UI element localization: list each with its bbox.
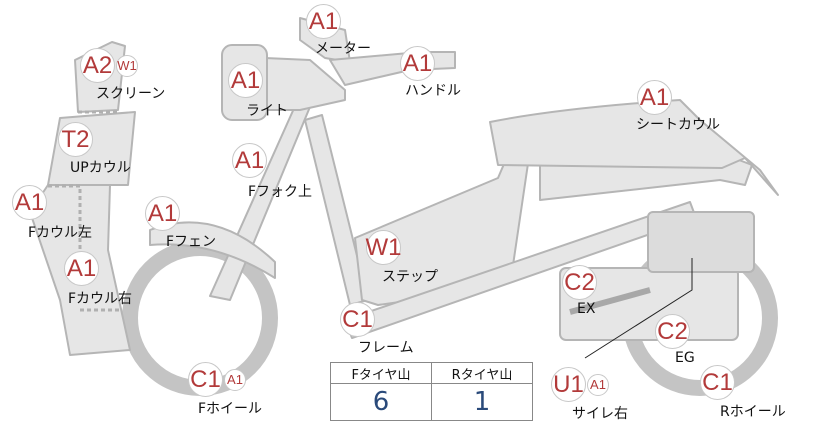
code-badge-small: W1 — [116, 54, 138, 77]
code-badge: A1 — [232, 143, 267, 178]
exhaust-shape — [647, 211, 755, 273]
code-badge: C2 — [655, 314, 690, 349]
front-wheel-label: Fホイール — [198, 401, 263, 417]
rear-wheel-label: Rホイール — [720, 404, 786, 420]
code-badge: U1 — [551, 367, 586, 402]
engine-label: EG — [675, 350, 695, 366]
muffler-right-codes: U1 A1 — [551, 367, 609, 402]
seat-cowl-shape — [489, 99, 779, 196]
rear-tire-label: Rタイヤ山 — [431, 362, 533, 384]
front-cowl-left-codes: A1 — [12, 185, 47, 220]
code-badge: C2 — [562, 265, 597, 300]
front-fender-label: Fフェン — [166, 234, 217, 250]
seat-cowl-label: シートカウル — [636, 117, 720, 133]
front-tire-value: 6 — [330, 383, 432, 421]
front-cowl-left-label: Fカウル左 — [28, 225, 93, 241]
muffler-right-label: サイレ右 — [572, 406, 628, 422]
tire-tread-table: Fタイヤ山 Rタイヤ山 6 1 — [330, 362, 533, 421]
up-cowl-label: UPカウル — [70, 160, 131, 176]
meter-codes: A1 — [306, 4, 341, 39]
code-badge: A1 — [228, 63, 263, 98]
engine-codes: C2 — [655, 314, 690, 349]
frame-codes: C1 — [340, 302, 375, 337]
tire-tread-value-row: 6 1 — [330, 383, 533, 421]
front-fender-codes: A1 — [145, 196, 180, 231]
front-fork-upper-codes: A1 — [232, 143, 267, 178]
front-fork-upper-label: Fフォク上 — [248, 184, 313, 200]
exhaust-codes: C2 — [562, 265, 597, 300]
rear-tire-value: 1 — [431, 383, 533, 421]
frame-label: フレーム — [358, 340, 414, 356]
handle-codes: A1 — [400, 46, 435, 81]
code-badge: A1 — [306, 4, 341, 39]
step-label: ステップ — [382, 269, 438, 285]
code-badge: W1 — [366, 230, 402, 265]
code-badge: A1 — [637, 80, 672, 115]
code-badge: A1 — [145, 196, 180, 231]
light-codes: A1 — [228, 63, 263, 98]
front-cowl-right-codes: A1 — [64, 251, 99, 286]
exhaust-label: EX — [577, 301, 596, 317]
screen-label: スクリーン — [96, 86, 166, 102]
code-badge: A1 — [12, 185, 47, 220]
light-label: ライト — [246, 103, 288, 119]
screen-codes: A2 W1 — [80, 48, 138, 83]
code-badge: C1 — [340, 302, 375, 337]
front-wheel-codes: C1 A1 — [188, 362, 246, 397]
code-badge: A1 — [64, 251, 99, 286]
front-tire-label: Fタイヤ山 — [330, 362, 432, 384]
tire-tread-header-row: Fタイヤ山 Rタイヤ山 — [330, 362, 533, 384]
rear-wheel-codes: C1 — [700, 365, 735, 400]
code-badge: T2 — [58, 122, 93, 157]
code-badge: C1 — [700, 365, 735, 400]
handle-label: ハンドル — [405, 83, 461, 99]
code-badge: A2 — [80, 48, 115, 83]
front-cowl-right-label: Fカウル右 — [68, 291, 133, 307]
meter-label: メーター — [315, 41, 371, 57]
code-badge-small: A1 — [587, 373, 609, 396]
code-badge: C1 — [188, 362, 223, 397]
seat-cowl-codes: A1 — [637, 80, 672, 115]
up-cowl-codes: T2 — [58, 122, 93, 157]
code-badge-small: A1 — [224, 368, 246, 391]
front-fender-shape — [149, 221, 276, 279]
step-codes: W1 — [366, 230, 402, 265]
code-badge: A1 — [400, 46, 435, 81]
